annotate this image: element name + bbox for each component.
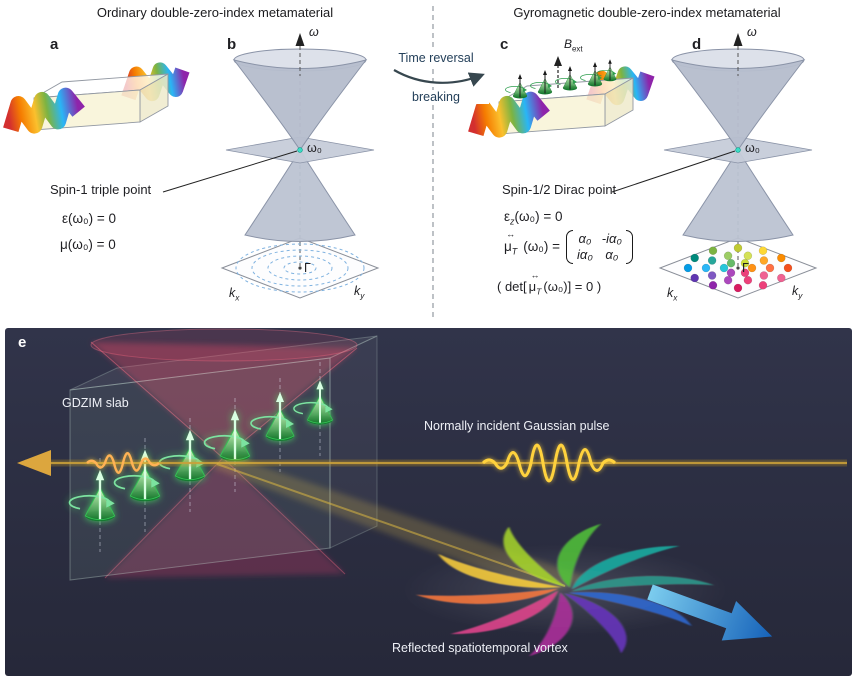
matrix-left-paren — [566, 230, 574, 264]
b-kx-base: k — [229, 286, 236, 300]
eps-rest: (ω₀) = 0 — [514, 209, 563, 224]
matrix-cells: α₀ -iα₀ iα₀ α₀ — [573, 230, 626, 264]
b-ky-base: k — [354, 284, 361, 298]
matrix-m11: α₀ — [578, 231, 592, 246]
bext-base: B — [564, 37, 573, 51]
d-kx-sub: x — [673, 293, 678, 303]
mu-tensor-symbol: ↔μT — [504, 230, 518, 257]
vortex-direction-arrow — [647, 584, 773, 641]
left-title: Ordinary double-zero-index metamaterial — [96, 5, 334, 20]
slab-wave-packet — [86, 452, 160, 474]
matrix-right-paren — [625, 230, 633, 264]
matrix-m12: -iα₀ — [601, 231, 622, 246]
mu-tensor-equation: ↔μT (ω₀) = α₀ -iα₀ iα₀ α₀ — [504, 230, 633, 264]
matrix-m21: iα₀ — [577, 247, 593, 262]
det-post: (ω₀)] = 0 ) — [543, 279, 602, 295]
time-reversal-arrow — [393, 69, 485, 87]
slab-spins — [70, 362, 333, 552]
b-kx-label: kx — [229, 286, 239, 303]
panel-label-e: e — [18, 334, 27, 351]
det-mu-base: μ — [528, 279, 537, 294]
d-kx-label: kx — [667, 286, 677, 303]
panel-label-b: b — [227, 36, 237, 53]
panel-label-c: c — [500, 36, 509, 53]
mu-eq-rest: (ω₀) = — [523, 239, 561, 255]
det-pre: ( det[ — [497, 279, 527, 295]
d-gamma-label: Γ — [742, 261, 749, 275]
mu-equation: μ(ω₀) = 0 — [60, 237, 116, 252]
eps-base: ε — [504, 209, 511, 224]
d-omega0-label: ω₀ — [745, 141, 760, 155]
b-omega0-label: ω₀ — [307, 141, 322, 155]
right-title: Gyromagnetic double-zero-index metamater… — [513, 5, 781, 20]
transition-label-line2: breaking — [383, 90, 489, 105]
b-kx-sub: x — [235, 293, 240, 303]
epsilon-equation: ε(ω₀) = 0 — [62, 211, 117, 226]
transmitted-arrow — [17, 450, 51, 476]
panel-b-band-structure — [221, 32, 379, 299]
gdzim-slab-label: GDZIM slab — [62, 396, 129, 410]
b-gamma-label: Γ — [304, 261, 311, 275]
panel-b-kplane-field — [235, 243, 365, 293]
red-dirac-cone — [90, 328, 358, 579]
mu-tensor-arrow: ↔ — [506, 229, 516, 240]
mu-matrix: α₀ -iα₀ iα₀ α₀ — [566, 230, 633, 264]
panel-c-slab — [472, 56, 651, 134]
epsilon-z-equation: εz(ω₀) = 0 — [504, 209, 563, 227]
d-omega-label: ω — [747, 25, 757, 39]
det-mu-arrow: ↔ — [530, 270, 540, 280]
b-ky-label: ky — [354, 284, 364, 301]
d-ky-sub: y — [798, 291, 803, 301]
panel-label-a: a — [50, 36, 59, 53]
det-mu-tensor: ↔μT — [528, 271, 542, 297]
transition-label-line1: Time reversal — [383, 51, 489, 66]
gaussian-pulse — [481, 443, 617, 483]
reflected-vortex-label: Reflected spatiotemporal vortex — [392, 641, 568, 655]
panel-e-artwork — [5, 328, 852, 676]
spatiotemporal-vortex — [402, 520, 728, 660]
d-kx-base: k — [667, 286, 674, 300]
b-omega-label: ω — [309, 25, 319, 39]
incident-beam — [17, 443, 847, 483]
incident-pulse-label: Normally incident Gaussian pulse — [424, 419, 610, 433]
panel-d-band-structure — [659, 32, 817, 299]
d-ky-label: ky — [792, 284, 802, 301]
panel-a-slab — [7, 66, 186, 130]
spin1-pointer-line — [162, 150, 298, 193]
mu-tensor-sub: T — [511, 246, 518, 257]
spin12-point-label: Spin-1/2 Dirac point — [502, 182, 617, 197]
d-ky-base: k — [792, 284, 799, 298]
matrix-m22: α₀ — [605, 247, 619, 262]
b-ky-sub: y — [360, 291, 365, 301]
bext-label: Bext — [564, 37, 583, 54]
panel-label-d: d — [692, 36, 702, 53]
spin1-point-label: Spin-1 triple point — [50, 182, 152, 197]
spin12-pointer-line — [611, 150, 736, 193]
panel-d-spin-texture — [683, 243, 793, 293]
mu-tensor-base: μ — [504, 239, 512, 255]
top-panels-artwork — [0, 6, 817, 318]
det-equation: ( det[ ↔μT (ω₀)] = 0 ) — [497, 271, 602, 297]
det-mu-sub: T — [536, 286, 542, 297]
eps-sub: z — [510, 216, 515, 227]
bext-sub: ext — [572, 44, 583, 54]
